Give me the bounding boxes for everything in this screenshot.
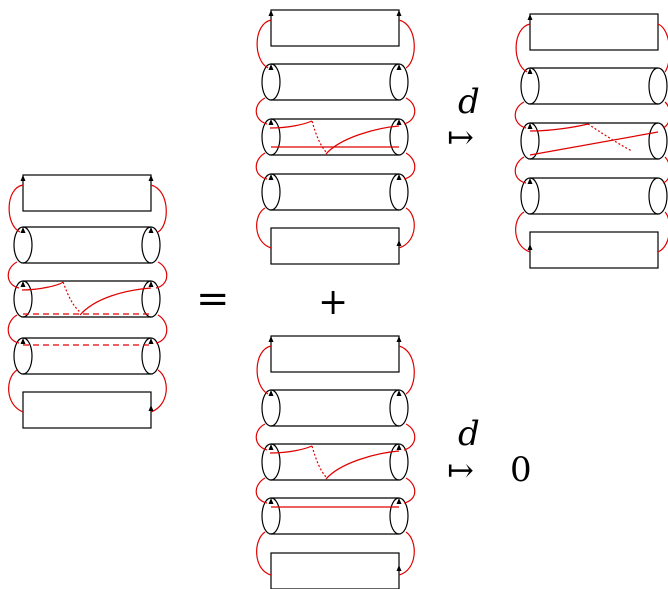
cylinder-1 — [520, 67, 668, 105]
cylinder-3 — [520, 177, 668, 215]
top-box — [270, 9, 400, 47]
cylinder-2 — [520, 122, 668, 160]
cylinder-2 — [261, 443, 409, 481]
lhs-red-curves — [7, 184, 168, 413]
term-top-result-red-curves — [514, 23, 668, 253]
stack-lhs — [7, 174, 168, 429]
cylinder-3 — [13, 337, 161, 375]
cylinder-1 — [13, 226, 161, 264]
zero-result: 0 — [510, 450, 532, 490]
differential-label-bottom: d — [458, 414, 480, 454]
cylinder-1 — [261, 389, 409, 427]
cylinder-3 — [261, 173, 409, 211]
stack-term-top — [255, 9, 416, 265]
stack-term-top-result — [514, 13, 668, 269]
cylinder-2 — [13, 280, 161, 318]
bottom-box — [270, 227, 400, 265]
plus-sign: + — [318, 282, 348, 323]
cylinder-2 — [261, 118, 409, 156]
differential-label-top: d — [458, 82, 480, 122]
top-box — [270, 335, 400, 373]
cylinder-1 — [261, 63, 409, 101]
term-bottom-red-curves — [255, 345, 416, 576]
top-box — [529, 13, 659, 51]
bottom-box — [22, 391, 152, 429]
term-top-red-curves — [255, 19, 416, 249]
maps-to-arrow-bottom: ↦ — [447, 451, 474, 489]
stack-term-bottom — [255, 335, 416, 589]
bottom-box — [529, 231, 659, 269]
top-box — [22, 174, 152, 212]
cylinder-3 — [261, 497, 409, 535]
maps-to-arrow-top: ↦ — [447, 118, 474, 156]
equals-sign: = — [196, 276, 230, 322]
bottom-box — [270, 552, 400, 589]
